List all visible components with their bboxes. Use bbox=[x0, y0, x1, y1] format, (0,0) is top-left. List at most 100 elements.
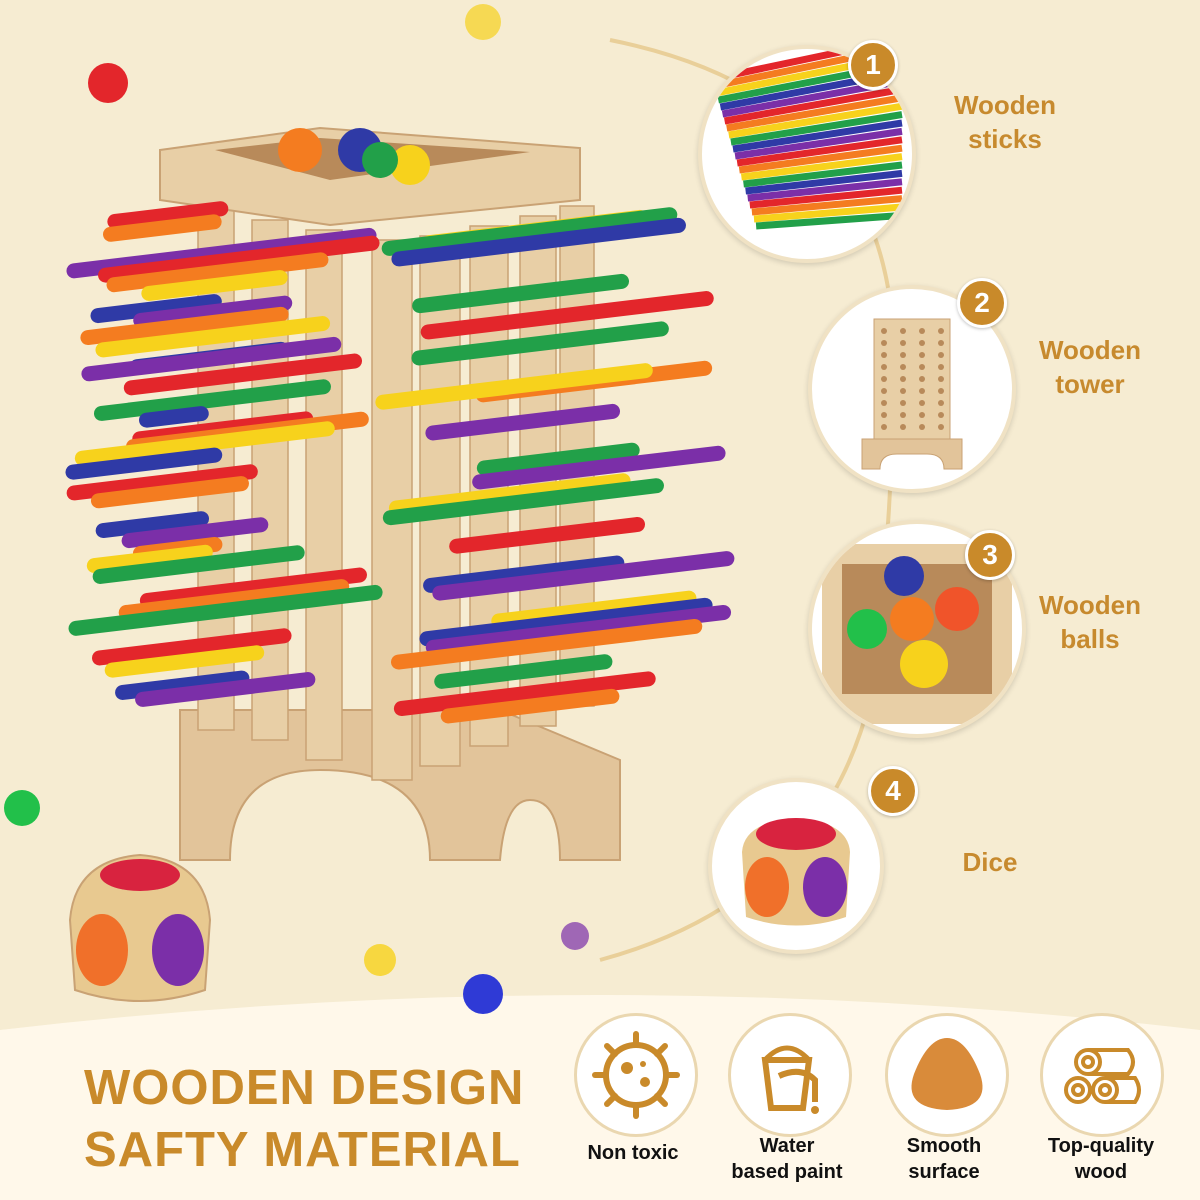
stick bbox=[90, 294, 222, 324]
water-paint-badge bbox=[728, 1013, 852, 1137]
stick bbox=[393, 671, 656, 717]
tower-hole bbox=[919, 424, 925, 430]
stick bbox=[375, 363, 653, 410]
tower-hole bbox=[938, 364, 944, 370]
tower-hole bbox=[881, 328, 887, 334]
floating-ball bbox=[364, 944, 396, 976]
tower-hole bbox=[938, 424, 944, 430]
stick bbox=[740, 153, 903, 181]
stick bbox=[425, 604, 732, 655]
stick bbox=[95, 316, 331, 358]
stick bbox=[81, 336, 342, 382]
floating-ball bbox=[463, 974, 503, 1014]
non-toxic-badge bbox=[574, 1013, 698, 1137]
tower-hole bbox=[938, 328, 944, 334]
stick bbox=[419, 597, 713, 647]
tower-base bbox=[179, 709, 621, 861]
tower-hole bbox=[919, 364, 925, 370]
stick bbox=[135, 672, 316, 707]
tower-hole bbox=[900, 424, 906, 430]
stick bbox=[434, 654, 613, 689]
tower-hole bbox=[900, 376, 906, 382]
stick bbox=[106, 252, 329, 293]
stick bbox=[66, 464, 258, 501]
tower-hole bbox=[938, 388, 944, 394]
component-label-dice: Dice bbox=[962, 847, 1018, 877]
smooth-stone-icon bbox=[911, 1038, 983, 1110]
feature-label-non-toxic: Non toxic bbox=[587, 1142, 679, 1164]
tower-hole bbox=[881, 340, 887, 346]
tower-hole bbox=[919, 376, 925, 382]
stick bbox=[68, 584, 383, 636]
tower-hole bbox=[919, 388, 925, 394]
dice-photo bbox=[708, 778, 884, 954]
stick bbox=[420, 291, 714, 340]
stick bbox=[391, 217, 686, 267]
tower-hole bbox=[881, 376, 887, 382]
stick bbox=[734, 127, 903, 160]
stick bbox=[753, 203, 903, 223]
tower-hole bbox=[900, 412, 906, 418]
tower-hole bbox=[919, 412, 925, 418]
tower-hole bbox=[881, 364, 887, 370]
wood-logs-icon bbox=[1064, 1048, 1141, 1104]
feature-label-smooth: Smooth surface bbox=[906, 1135, 982, 1183]
stick bbox=[98, 235, 380, 283]
stick bbox=[388, 473, 631, 516]
stick bbox=[118, 579, 350, 620]
balls-photo bbox=[808, 520, 1026, 738]
stick bbox=[121, 517, 269, 549]
headline-line-2: SAFTY MATERIAL bbox=[84, 1123, 521, 1177]
tower-hole bbox=[881, 412, 887, 418]
tower-hole bbox=[919, 340, 925, 346]
tower-hole bbox=[938, 352, 944, 358]
step-number-3: 3 bbox=[965, 530, 1015, 580]
step-number-4: 4 bbox=[868, 766, 918, 816]
quality-wood-badge bbox=[1040, 1013, 1164, 1137]
stick bbox=[390, 618, 703, 670]
floating-ball bbox=[465, 4, 501, 40]
stick bbox=[755, 211, 903, 230]
stick bbox=[92, 545, 305, 584]
stick bbox=[723, 85, 903, 125]
stick bbox=[133, 295, 293, 328]
dice-illustration bbox=[68, 853, 212, 1002]
stick bbox=[728, 102, 903, 139]
stick bbox=[736, 136, 903, 167]
stick bbox=[449, 516, 646, 554]
stick bbox=[103, 214, 222, 242]
stick bbox=[711, 49, 872, 83]
floating-ball bbox=[561, 922, 589, 950]
stick bbox=[425, 403, 621, 441]
stick bbox=[86, 544, 213, 574]
stick bbox=[381, 207, 678, 256]
feature-label-water-paint: Water based paint bbox=[731, 1135, 843, 1183]
stick bbox=[726, 94, 903, 132]
stick bbox=[749, 186, 903, 209]
tower-hole bbox=[919, 400, 925, 406]
tower-hole bbox=[900, 340, 906, 346]
stick bbox=[80, 306, 289, 346]
stick bbox=[141, 270, 288, 301]
tower-hole bbox=[938, 340, 944, 346]
component-label-tower: Wooden tower bbox=[1038, 335, 1142, 399]
stick bbox=[104, 645, 265, 678]
stick bbox=[66, 227, 377, 279]
tower-hole bbox=[881, 400, 887, 406]
stick bbox=[411, 321, 669, 366]
feature-label-wood: Top-quality wood bbox=[1047, 1135, 1155, 1183]
tower-hole bbox=[919, 328, 925, 334]
tower-top-tray bbox=[159, 126, 581, 227]
headline-line-1: WOODEN DESIGN bbox=[84, 1061, 525, 1115]
stick bbox=[74, 421, 335, 466]
tower-hole bbox=[900, 328, 906, 334]
tower-hole bbox=[938, 412, 944, 418]
stick bbox=[123, 353, 363, 396]
step-number-2: 2 bbox=[957, 278, 1007, 328]
stick bbox=[93, 379, 331, 421]
stick bbox=[440, 688, 620, 724]
tower-hole bbox=[881, 388, 887, 394]
tower-hole bbox=[900, 388, 906, 394]
tower-hole bbox=[881, 352, 887, 358]
stick bbox=[92, 628, 292, 666]
